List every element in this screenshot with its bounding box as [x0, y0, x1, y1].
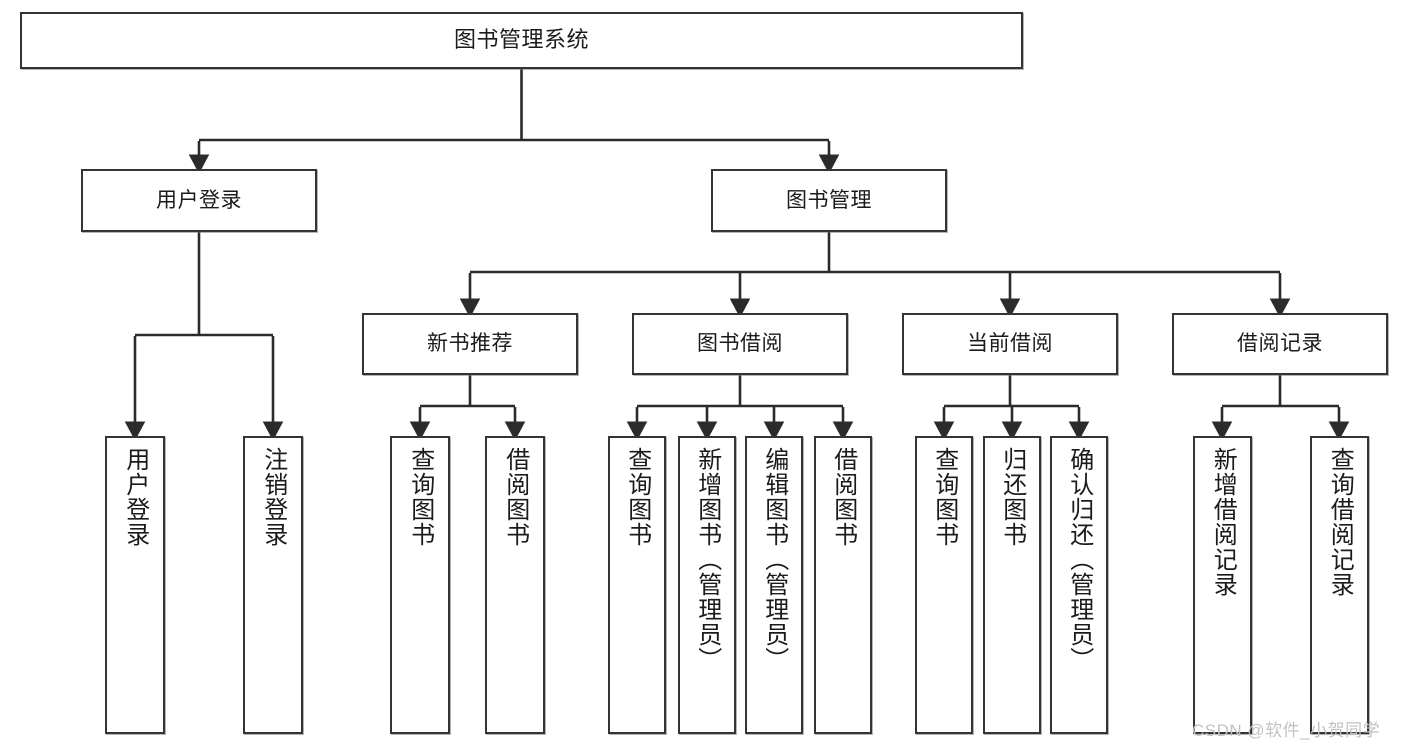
node-leaf-borrow-book-2-label: 借阅图书: [829, 447, 857, 547]
node-leaf-borrow-book-2[interactable]: 借阅图书: [814, 436, 872, 734]
node-leaf-query-record-label: 查询借阅记录: [1326, 447, 1354, 597]
csdn-watermark: CSDN @软件_小贺同学: [1192, 721, 1381, 740]
node-current-borrow-label: 当前借阅: [967, 332, 1053, 356]
node-leaf-query-book-3[interactable]: 查询图书: [915, 436, 973, 734]
node-leaf-edit-book[interactable]: 编辑图书（管理员）: [745, 436, 803, 734]
node-leaf-borrow-book-1-label: 借阅图书: [501, 447, 529, 547]
node-leaf-add-record[interactable]: 新增借阅记录: [1193, 436, 1252, 734]
node-leaf-add-book-label: 新增图书（管理员）: [693, 447, 721, 672]
node-leaf-borrow-book-1[interactable]: 借阅图书: [485, 436, 545, 734]
node-borrow-record[interactable]: 借阅记录: [1172, 313, 1388, 375]
node-borrow-record-label: 借阅记录: [1237, 332, 1323, 356]
node-leaf-return-book-label: 归还图书: [998, 447, 1026, 547]
node-user-login-label: 用户登录: [156, 188, 242, 212]
node-leaf-edit-book-label: 编辑图书（管理员）: [760, 447, 788, 672]
node-leaf-confirm-return-label: 确认归还（管理员）: [1065, 447, 1093, 672]
node-book-borrow-label: 图书借阅: [697, 332, 783, 356]
node-leaf-return-book[interactable]: 归还图书: [983, 436, 1041, 734]
node-leaf-logout[interactable]: 注销登录: [243, 436, 303, 734]
node-book-manage[interactable]: 图书管理: [711, 169, 947, 232]
node-leaf-query-book-1[interactable]: 查询图书: [390, 436, 450, 734]
node-root-label: 图书管理系统: [453, 27, 589, 53]
node-leaf-user-login[interactable]: 用户登录: [105, 436, 165, 734]
node-leaf-query-book-2[interactable]: 查询图书: [608, 436, 666, 734]
node-new-book-recommend-label: 新书推荐: [427, 332, 513, 356]
node-book-borrow[interactable]: 图书借阅: [632, 313, 848, 375]
node-leaf-query-book-2-label: 查询图书: [623, 447, 651, 547]
node-new-book-recommend[interactable]: 新书推荐: [362, 313, 578, 375]
node-root[interactable]: 图书管理系统: [20, 12, 1023, 69]
node-leaf-add-record-label: 新增借阅记录: [1209, 447, 1237, 597]
node-user-login[interactable]: 用户登录: [81, 169, 317, 232]
node-leaf-confirm-return[interactable]: 确认归还（管理员）: [1050, 436, 1108, 734]
node-leaf-query-record[interactable]: 查询借阅记录: [1310, 436, 1369, 734]
node-leaf-query-book-3-label: 查询图书: [930, 447, 958, 547]
node-leaf-query-book-1-label: 查询图书: [406, 447, 434, 547]
node-book-manage-label: 图书管理: [786, 188, 872, 212]
node-leaf-logout-label: 注销登录: [259, 447, 287, 547]
node-current-borrow[interactable]: 当前借阅: [902, 313, 1118, 375]
node-leaf-user-login-label: 用户登录: [121, 447, 149, 547]
node-leaf-add-book[interactable]: 新增图书（管理员）: [678, 436, 736, 734]
